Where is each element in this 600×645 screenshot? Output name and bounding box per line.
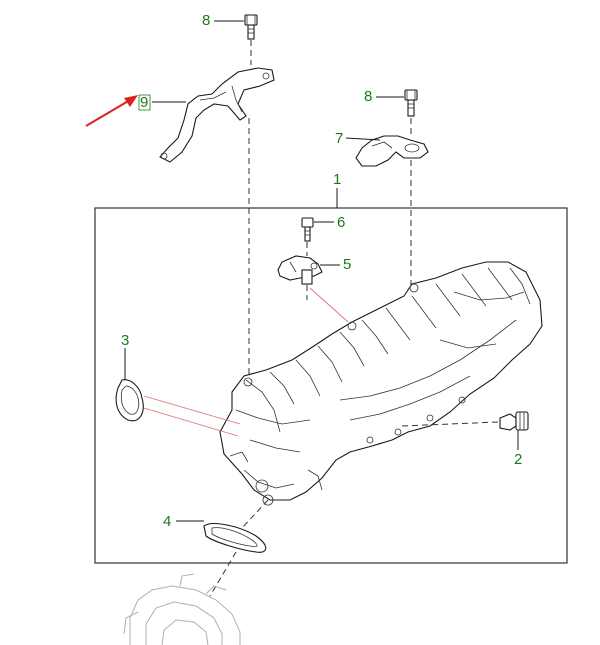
callout-1: 1 (333, 171, 342, 188)
bracket-9 (159, 67, 275, 163)
bracket-7 (355, 135, 429, 167)
callout-5: 5 (343, 256, 352, 273)
assembly-frame (94, 207, 568, 564)
bolt-8-right (404, 89, 418, 117)
sensor-5 (277, 255, 323, 285)
callout-6: 6 (337, 214, 346, 231)
intake-manifold-1 (219, 261, 543, 506)
callout-8-top: 8 (202, 12, 211, 29)
dash-manifold-to-seal4 (241, 499, 269, 529)
throttle-body-faint (123, 573, 241, 645)
callout-9-highlight-box (138, 94, 151, 111)
dash-seal4-to-throttle (209, 551, 237, 597)
leader-seal3-red-a (143, 395, 241, 425)
leader-7 (345, 137, 381, 141)
callout-7: 7 (335, 130, 344, 147)
callout-3: 3 (121, 332, 130, 349)
red-arrow-icon (85, 95, 138, 127)
seal-4 (203, 523, 267, 553)
bolt-8-top (244, 14, 258, 40)
dash-sensor2-to-manifold (401, 421, 499, 427)
leader-sensor5-red (309, 287, 349, 323)
callout-9: 9 (140, 94, 149, 111)
sensor-2 (499, 411, 529, 431)
seal-3 (115, 379, 144, 422)
callout-2: 2 (514, 451, 523, 468)
callout-4: 4 (163, 513, 172, 530)
callout-8-right: 8 (364, 88, 373, 105)
bolt-6 (301, 217, 314, 242)
leader-seal3-red-b (143, 407, 239, 437)
